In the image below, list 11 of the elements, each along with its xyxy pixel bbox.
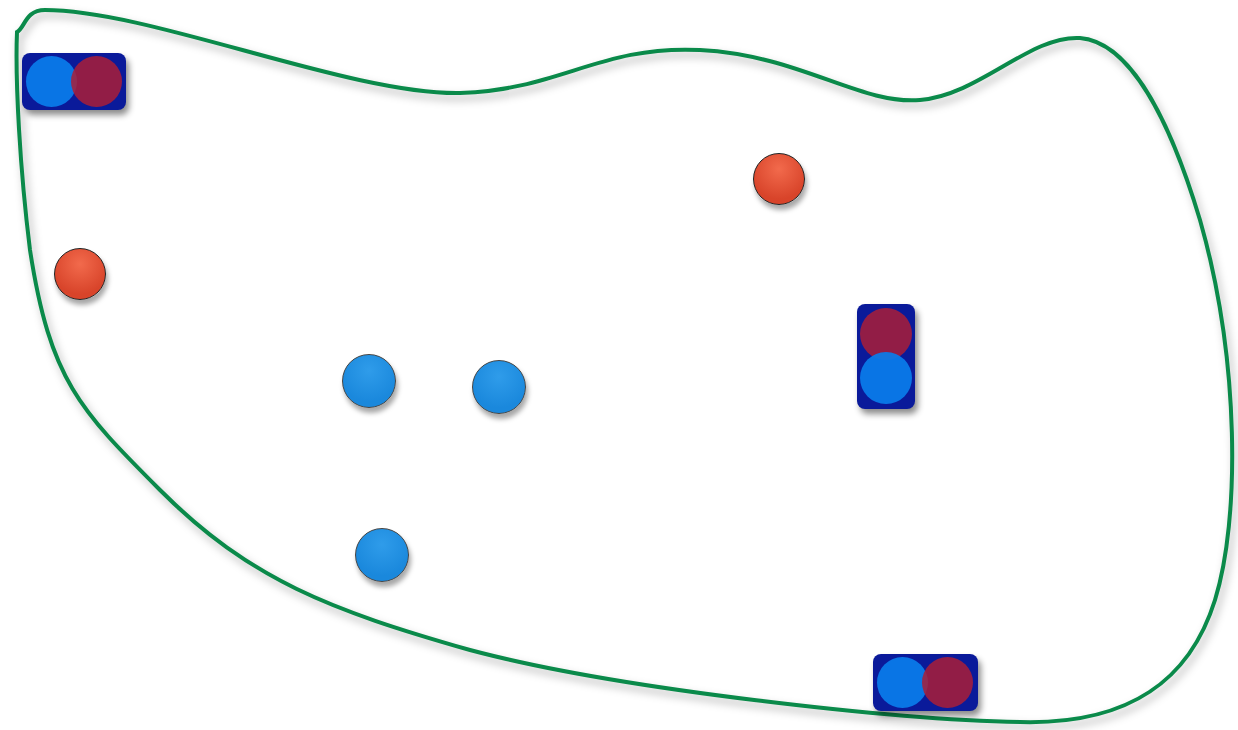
circle-marker [71, 56, 122, 107]
circle-marker [860, 352, 912, 404]
paired-token-card [873, 654, 978, 711]
circle-token [753, 153, 805, 205]
circle-token [54, 248, 106, 300]
circle-token [342, 354, 396, 408]
circle-marker [922, 657, 973, 708]
circle-token [355, 528, 409, 582]
circle-token [472, 360, 526, 414]
paired-token-card [857, 304, 915, 409]
paired-token-card [22, 53, 126, 110]
